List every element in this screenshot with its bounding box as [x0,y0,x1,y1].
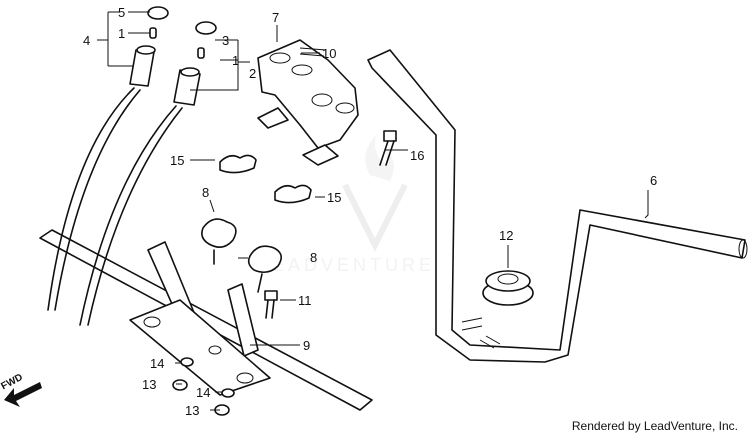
callout-14-left: 14 [150,356,164,371]
cap-3 [195,21,217,35]
callout-1-left: 1 [118,26,125,41]
callout-5: 5 [118,5,125,20]
callout-13-right: 13 [185,403,199,418]
washer-14-left [180,357,194,367]
callout-15-lower: 15 [327,190,341,205]
callout-1-right: 1 [232,53,239,68]
callout-14-right: 14 [196,385,210,400]
callout-10: 10 [322,46,336,61]
callout-12: 12 [499,228,513,243]
callout-6: 6 [650,173,657,188]
callout-3: 3 [222,33,229,48]
cushion-8-right [247,245,282,293]
watermark-text: LEADVENTURE [258,255,435,275]
bulb-1-right [197,47,205,59]
handlebar-bushing [482,270,534,306]
bolt-16 [379,130,397,166]
callout-15-upper: 15 [170,153,184,168]
callout-8-left: 8 [202,185,209,200]
clamp-15-upper [219,154,257,174]
watermark-logo: LEADVENTURE [258,135,435,275]
bulb-1-left [149,27,157,39]
upper-handlebar-holder [257,39,359,166]
callout-2: 2 [249,66,256,81]
cap-5 [147,6,169,20]
fwd-arrow-icon [4,382,42,407]
nut-13-left [172,379,188,391]
switch-right-assembly [79,67,201,326]
callout-8-right: 8 [310,250,317,265]
callout-4: 4 [83,33,90,48]
callout-16: 16 [410,148,424,163]
lower-handlebar-holder [39,229,373,411]
callout-13-left: 13 [142,377,156,392]
cushion-8-left [201,218,237,265]
callout-11: 11 [298,293,312,308]
washer-14-right [221,388,235,398]
clamp-15-lower [274,184,312,204]
leader-lines [97,11,649,411]
handlebar [367,49,748,363]
credit-text: Rendered by LeadVenture, Inc. [571,419,738,433]
switch-left-assembly [47,45,156,311]
callout-9: 9 [303,338,310,353]
bolt-11 [264,290,278,319]
callout-7: 7 [272,10,279,25]
